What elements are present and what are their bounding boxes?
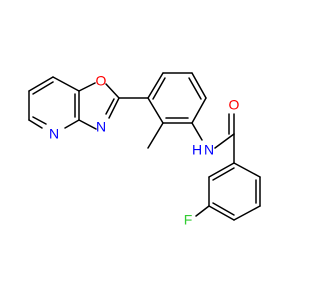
atom-label-n-amide: N (204, 142, 214, 158)
bond (191, 97, 207, 124)
bond (147, 122, 164, 149)
atom-label-o-ring: O (96, 73, 107, 89)
bond (191, 122, 203, 141)
bond (147, 97, 164, 124)
bond (152, 77, 166, 100)
bond (108, 97, 120, 119)
molecule-structure: O N N N H O F (28, 72, 261, 228)
bond (233, 162, 261, 178)
atom-labels: O N N N H O F (49, 73, 240, 228)
bond (105, 98, 115, 115)
atom-label-o-carbonyl: O (229, 97, 240, 113)
bond (28, 76, 54, 92)
bond (195, 205, 210, 217)
bond (32, 116, 47, 125)
bond (147, 72, 164, 99)
bond (32, 81, 54, 95)
atom-label-n-pyridine: N (49, 126, 59, 142)
bond (78, 82, 96, 92)
atom-label-f: F (184, 212, 193, 228)
bond (208, 205, 235, 221)
atom-label-h-amide: H (192, 142, 202, 158)
bond (188, 77, 202, 100)
bond (212, 167, 235, 181)
bond (52, 76, 80, 92)
bond (214, 133, 235, 149)
atom-label-n-oxazole: N (96, 119, 106, 135)
bond (212, 202, 235, 216)
bond (233, 205, 261, 221)
bond (64, 119, 80, 129)
bonds (28, 72, 261, 221)
bond (105, 83, 120, 99)
bond (28, 119, 43, 129)
bond (208, 162, 235, 178)
bond (191, 72, 207, 99)
molecule-diagram: O N N N H O F (28, 72, 261, 228)
bond (78, 119, 97, 130)
